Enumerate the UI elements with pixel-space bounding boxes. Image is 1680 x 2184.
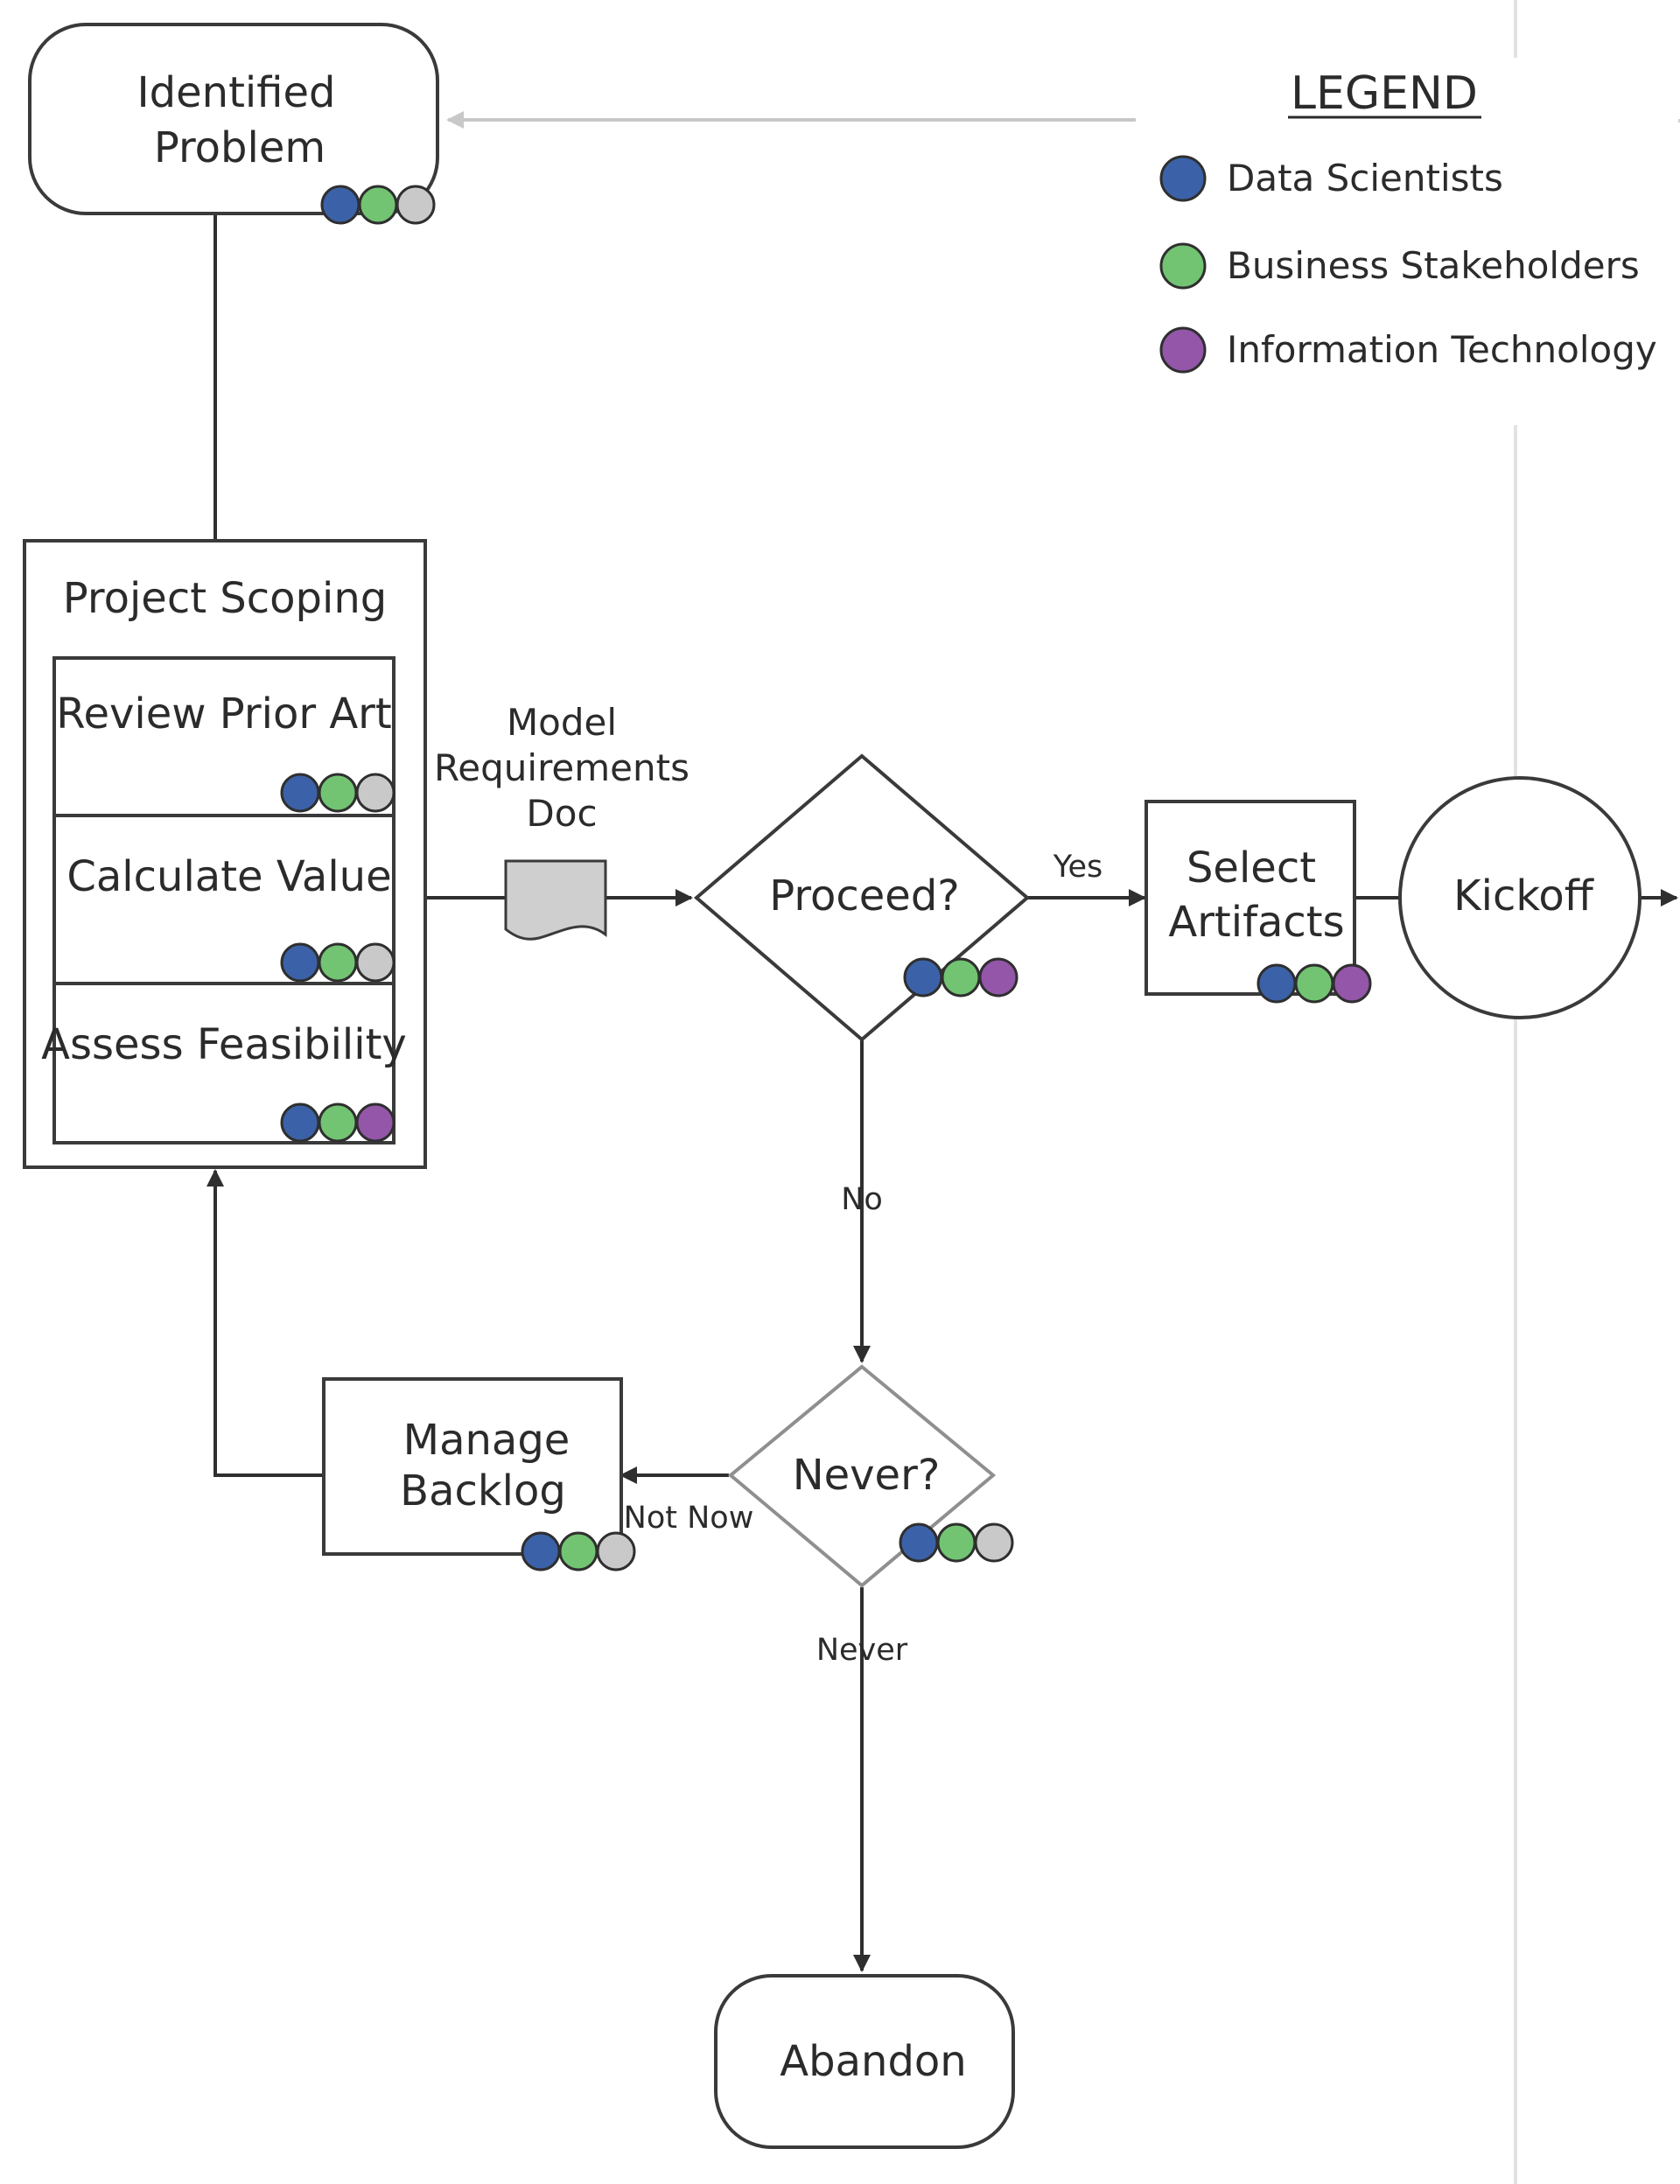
subtask-assess-feasibility: Assess Feasibility [41, 982, 407, 1144]
edge-label-yes: Yes [1053, 850, 1103, 885]
project-scoping-title: Project Scoping [63, 574, 387, 623]
legend-label-data-scientists: Data Scientists [1227, 157, 1503, 200]
role-dot-unassigned [396, 185, 436, 225]
node-project-scoping: Project Scoping Review Prior Art Calcula… [23, 539, 427, 1169]
role-dot-business-stakeholders [318, 942, 358, 983]
node-kickoff: Kickoff [1398, 776, 1642, 1019]
legend-swatch-business-stakeholders [1159, 242, 1207, 290]
role-dot-unassigned [596, 1531, 636, 1572]
role-dot-unassigned [974, 1522, 1014, 1563]
role-dot-business-stakeholders [318, 773, 358, 813]
never-decision-label: Never? [793, 1451, 941, 1500]
role-dot-data-scientists [903, 957, 943, 998]
legend-label-information-technology: Information Technology [1227, 328, 1657, 371]
select-artifacts-label-2: Artifacts [1168, 898, 1344, 947]
node-abandon: Abandon [714, 1974, 1015, 2149]
edge-label-not-now: Not Now [624, 1501, 754, 1536]
decision-never: Never? [727, 1364, 1014, 1588]
role-dot-information-technology [1332, 963, 1372, 1004]
identified-problem-label-1: Identified [137, 68, 336, 117]
manage-backlog-label-1: Manage [403, 1416, 570, 1465]
role-dot-unassigned [355, 773, 396, 813]
arrow-backlog-to-scoping [206, 1169, 324, 1477]
subtask-calculate-value: Calculate Value [52, 814, 396, 985]
role-dot-information-technology [978, 957, 1018, 998]
role-dot-business-stakeholders [318, 1102, 358, 1143]
model-requirements-label-1: Model [507, 701, 617, 744]
model-requirements-label-3: Doc [526, 792, 597, 835]
role-dot-business-stakeholders [1294, 963, 1334, 1004]
role-dot-data-scientists [521, 1531, 561, 1572]
role-dot-business-stakeholders [558, 1531, 598, 1572]
role-dot-business-stakeholders [941, 957, 981, 998]
model-requirements-label-2: Requirements [434, 746, 690, 789]
subtask-review-prior-art: Review Prior Art [52, 656, 396, 817]
document-icon [504, 859, 607, 941]
kickoff-label: Kickoff [1453, 872, 1594, 920]
role-dot-data-scientists [280, 942, 320, 983]
edge-label-no: No [841, 1182, 883, 1217]
assess-feasibility-label: Assess Feasibility [41, 1020, 407, 1069]
document-model-requirements: Model Requirements Doc [434, 701, 690, 941]
legend-title: LEGEND [1291, 67, 1478, 120]
legend-label-business-stakeholders: Business Stakeholders [1227, 244, 1640, 287]
legend-background [1136, 58, 1678, 425]
node-manage-backlog: Manage Backlog [322, 1377, 636, 1572]
calculate-value-label: Calculate Value [66, 852, 391, 901]
role-dot-data-scientists [280, 773, 320, 813]
legend: LEGEND Data Scientists Business Stakehol… [1136, 58, 1678, 425]
legend-swatch-data-scientists [1159, 155, 1207, 202]
proceed-label: Proceed? [769, 872, 960, 920]
identified-problem-label-2: Problem [154, 123, 326, 172]
select-artifacts-label-1: Select [1186, 844, 1316, 892]
edge-label-never: Never [816, 1633, 908, 1668]
role-dot-data-scientists [280, 1102, 320, 1143]
role-dot-data-scientists [1256, 963, 1297, 1004]
legend-swatch-information-technology [1159, 326, 1207, 374]
role-dot-business-stakeholders [936, 1522, 976, 1563]
role-dot-information-technology [355, 1102, 396, 1143]
role-dot-unassigned [355, 942, 396, 983]
decision-proceed: Proceed? [693, 753, 1031, 1042]
node-identified-problem: Identified Problem [28, 23, 439, 225]
abandon-label: Abandon [780, 2037, 966, 2086]
node-select-artifacts: Select Artifacts [1144, 800, 1372, 1004]
review-prior-art-label: Review Prior Art [56, 690, 391, 738]
role-dot-data-scientists [320, 185, 360, 225]
role-dot-business-stakeholders [358, 185, 398, 225]
manage-backlog-label-2: Backlog [400, 1466, 566, 1516]
role-dot-data-scientists [899, 1522, 939, 1563]
